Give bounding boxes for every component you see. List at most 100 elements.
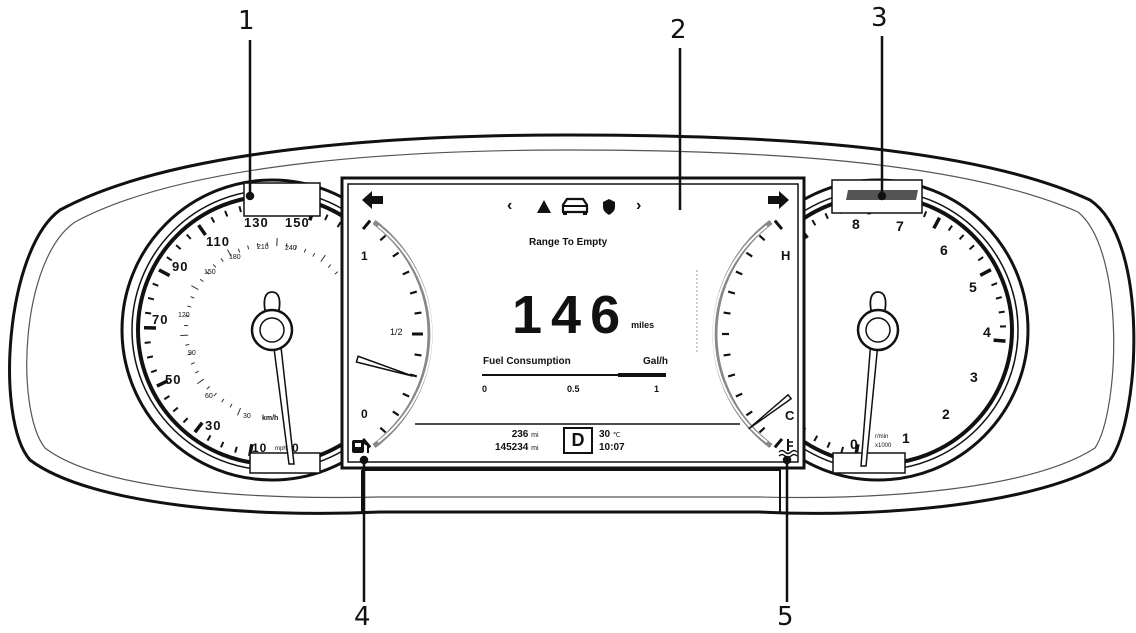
speedometer-tick bbox=[172, 406, 179, 413]
fuel-gauge-tick bbox=[409, 290, 418, 295]
speedometer-tick bbox=[147, 296, 155, 301]
temperature-unit: ℃ bbox=[612, 432, 621, 439]
speedometer-kmh-tick bbox=[303, 248, 307, 253]
kmh-label-210: 210 bbox=[257, 244, 269, 251]
speed-label-130: 130 bbox=[244, 215, 269, 230]
tachometer-tick bbox=[840, 446, 845, 453]
rpm-label-2: 2 bbox=[942, 406, 951, 422]
cluster-housing-inner bbox=[26, 149, 1115, 499]
trip-distance-unit: mi bbox=[531, 432, 539, 439]
speedometer-kmh-tick bbox=[221, 398, 225, 403]
speedometer-tick bbox=[193, 421, 204, 434]
speedometer-kmh-tick bbox=[334, 271, 339, 275]
vehicle-icon bbox=[561, 197, 589, 215]
tachometer-tick bbox=[998, 310, 1005, 314]
left-turn-signal-icon bbox=[362, 191, 383, 209]
fuel-gauge-tick bbox=[402, 270, 410, 276]
tachometer-tick bbox=[813, 435, 819, 442]
temperature-gauge-ticks bbox=[722, 219, 784, 449]
fuel-consumption-unit: Gal/h bbox=[643, 356, 669, 367]
fuel-consumption-tick-half: 0.5 bbox=[567, 384, 580, 394]
speedometer-kmh-tick bbox=[190, 296, 195, 299]
tachometer-tick bbox=[826, 441, 831, 449]
right-turn-signal-icon bbox=[768, 191, 789, 209]
odometer-row: 145234 mi bbox=[495, 442, 539, 455]
speedometer-kmh-tick bbox=[294, 245, 297, 250]
speedometer-kmh-tick bbox=[220, 258, 224, 262]
speedometer-hub bbox=[250, 308, 294, 352]
speedometer-kmh-tick bbox=[213, 392, 217, 397]
kmh-label-180: 180 bbox=[229, 254, 241, 261]
cluster-housing-outer bbox=[8, 133, 1136, 515]
mph-unit-label: mph bbox=[275, 446, 287, 452]
temperature-gauge-tick bbox=[758, 426, 766, 434]
outside-temp-row: 30 ℃ bbox=[599, 429, 625, 442]
callout-4: 4 bbox=[354, 602, 371, 632]
temperature-gauge-tick bbox=[773, 219, 784, 231]
kmh-label-60: 60 bbox=[205, 393, 213, 400]
fuel-label-full: 1 bbox=[361, 249, 369, 263]
previous-page-arrow[interactable]: ‹ bbox=[507, 197, 513, 214]
callout-lines bbox=[245, 36, 887, 602]
speedometer-tick bbox=[163, 395, 170, 401]
tachometer-tick bbox=[977, 256, 984, 262]
temperature-gauge-tick bbox=[727, 290, 736, 295]
tachometer-tick bbox=[932, 216, 942, 230]
speedometer-bottom-window bbox=[249, 452, 321, 474]
fuel-consumption-tick-1: 1 bbox=[654, 384, 660, 394]
tachometer-tick bbox=[947, 225, 953, 232]
speed-label-70: 70 bbox=[152, 312, 169, 327]
speedometer-kmh-tick bbox=[256, 243, 259, 248]
screen-lower-bezel bbox=[361, 469, 781, 512]
next-page-arrow[interactable]: › bbox=[636, 197, 642, 214]
fuel-gauge-tick bbox=[392, 251, 400, 258]
speedometer-kmh-tick bbox=[320, 254, 326, 262]
tachometer-tick bbox=[824, 212, 829, 220]
kmh-label-90: 90 bbox=[188, 350, 196, 357]
fuel-gauge-ticks bbox=[361, 219, 423, 449]
fuel-gauge-tick bbox=[361, 219, 372, 231]
speedometer-tick bbox=[186, 233, 192, 240]
fuel-gauge-tick bbox=[402, 392, 410, 398]
range-value: 146 bbox=[512, 285, 630, 345]
callout-5: 5 bbox=[777, 602, 794, 632]
rpm-label-1: 1 bbox=[902, 430, 911, 446]
speedometer-tick bbox=[158, 268, 171, 278]
fuel-gauge-tick bbox=[414, 353, 422, 357]
temperature-needle-shape bbox=[748, 393, 793, 430]
odometer: 145234 bbox=[495, 442, 529, 453]
speedometer-top-window bbox=[243, 182, 321, 217]
tachometer-tick bbox=[991, 282, 998, 287]
kmh-label-30: 30 bbox=[243, 413, 251, 420]
speed-label-50: 50 bbox=[165, 372, 182, 387]
kmh-label-240: 240 bbox=[285, 245, 297, 252]
fuel-label-empty: 0 bbox=[361, 407, 369, 421]
distance-readout: 236 mi 145234 mi bbox=[495, 429, 539, 455]
temperature-gauge-tick bbox=[727, 373, 736, 378]
speedometer-kmh-tick bbox=[187, 305, 192, 308]
speedometer-tick bbox=[156, 379, 169, 388]
fuel-consumption-tick-0: 0 bbox=[482, 384, 488, 394]
fuel-gauge-needle bbox=[355, 355, 413, 377]
speedometer-kmh-tick bbox=[185, 344, 190, 346]
rpm-label-6: 6 bbox=[940, 242, 949, 258]
rpm-label-0: 0 bbox=[850, 436, 859, 452]
speed-label-150: 150 bbox=[285, 215, 310, 230]
speedometer-kmh-tick bbox=[229, 403, 233, 408]
temperature-gauge-tick bbox=[723, 353, 731, 357]
range-unit: miles bbox=[631, 320, 655, 330]
speedometer-tick bbox=[210, 216, 216, 224]
speedometer-kmh-tick bbox=[187, 353, 192, 356]
speedometer-tick bbox=[197, 224, 207, 236]
speedometer bbox=[120, 178, 424, 482]
speedometer-tick bbox=[144, 341, 151, 344]
rpm-label-8: 8 bbox=[852, 216, 861, 232]
tachometer-tick bbox=[923, 211, 928, 218]
rpm-label-4: 4 bbox=[983, 324, 992, 340]
speed-label-90: 90 bbox=[172, 259, 189, 274]
trip-distance-row: 236 mi bbox=[495, 429, 539, 442]
speedometer-tick bbox=[150, 369, 158, 374]
callout-2: 2 bbox=[670, 15, 687, 45]
fuel-needle-shape bbox=[355, 355, 413, 377]
kmh-unit-label: km/h bbox=[262, 415, 279, 422]
